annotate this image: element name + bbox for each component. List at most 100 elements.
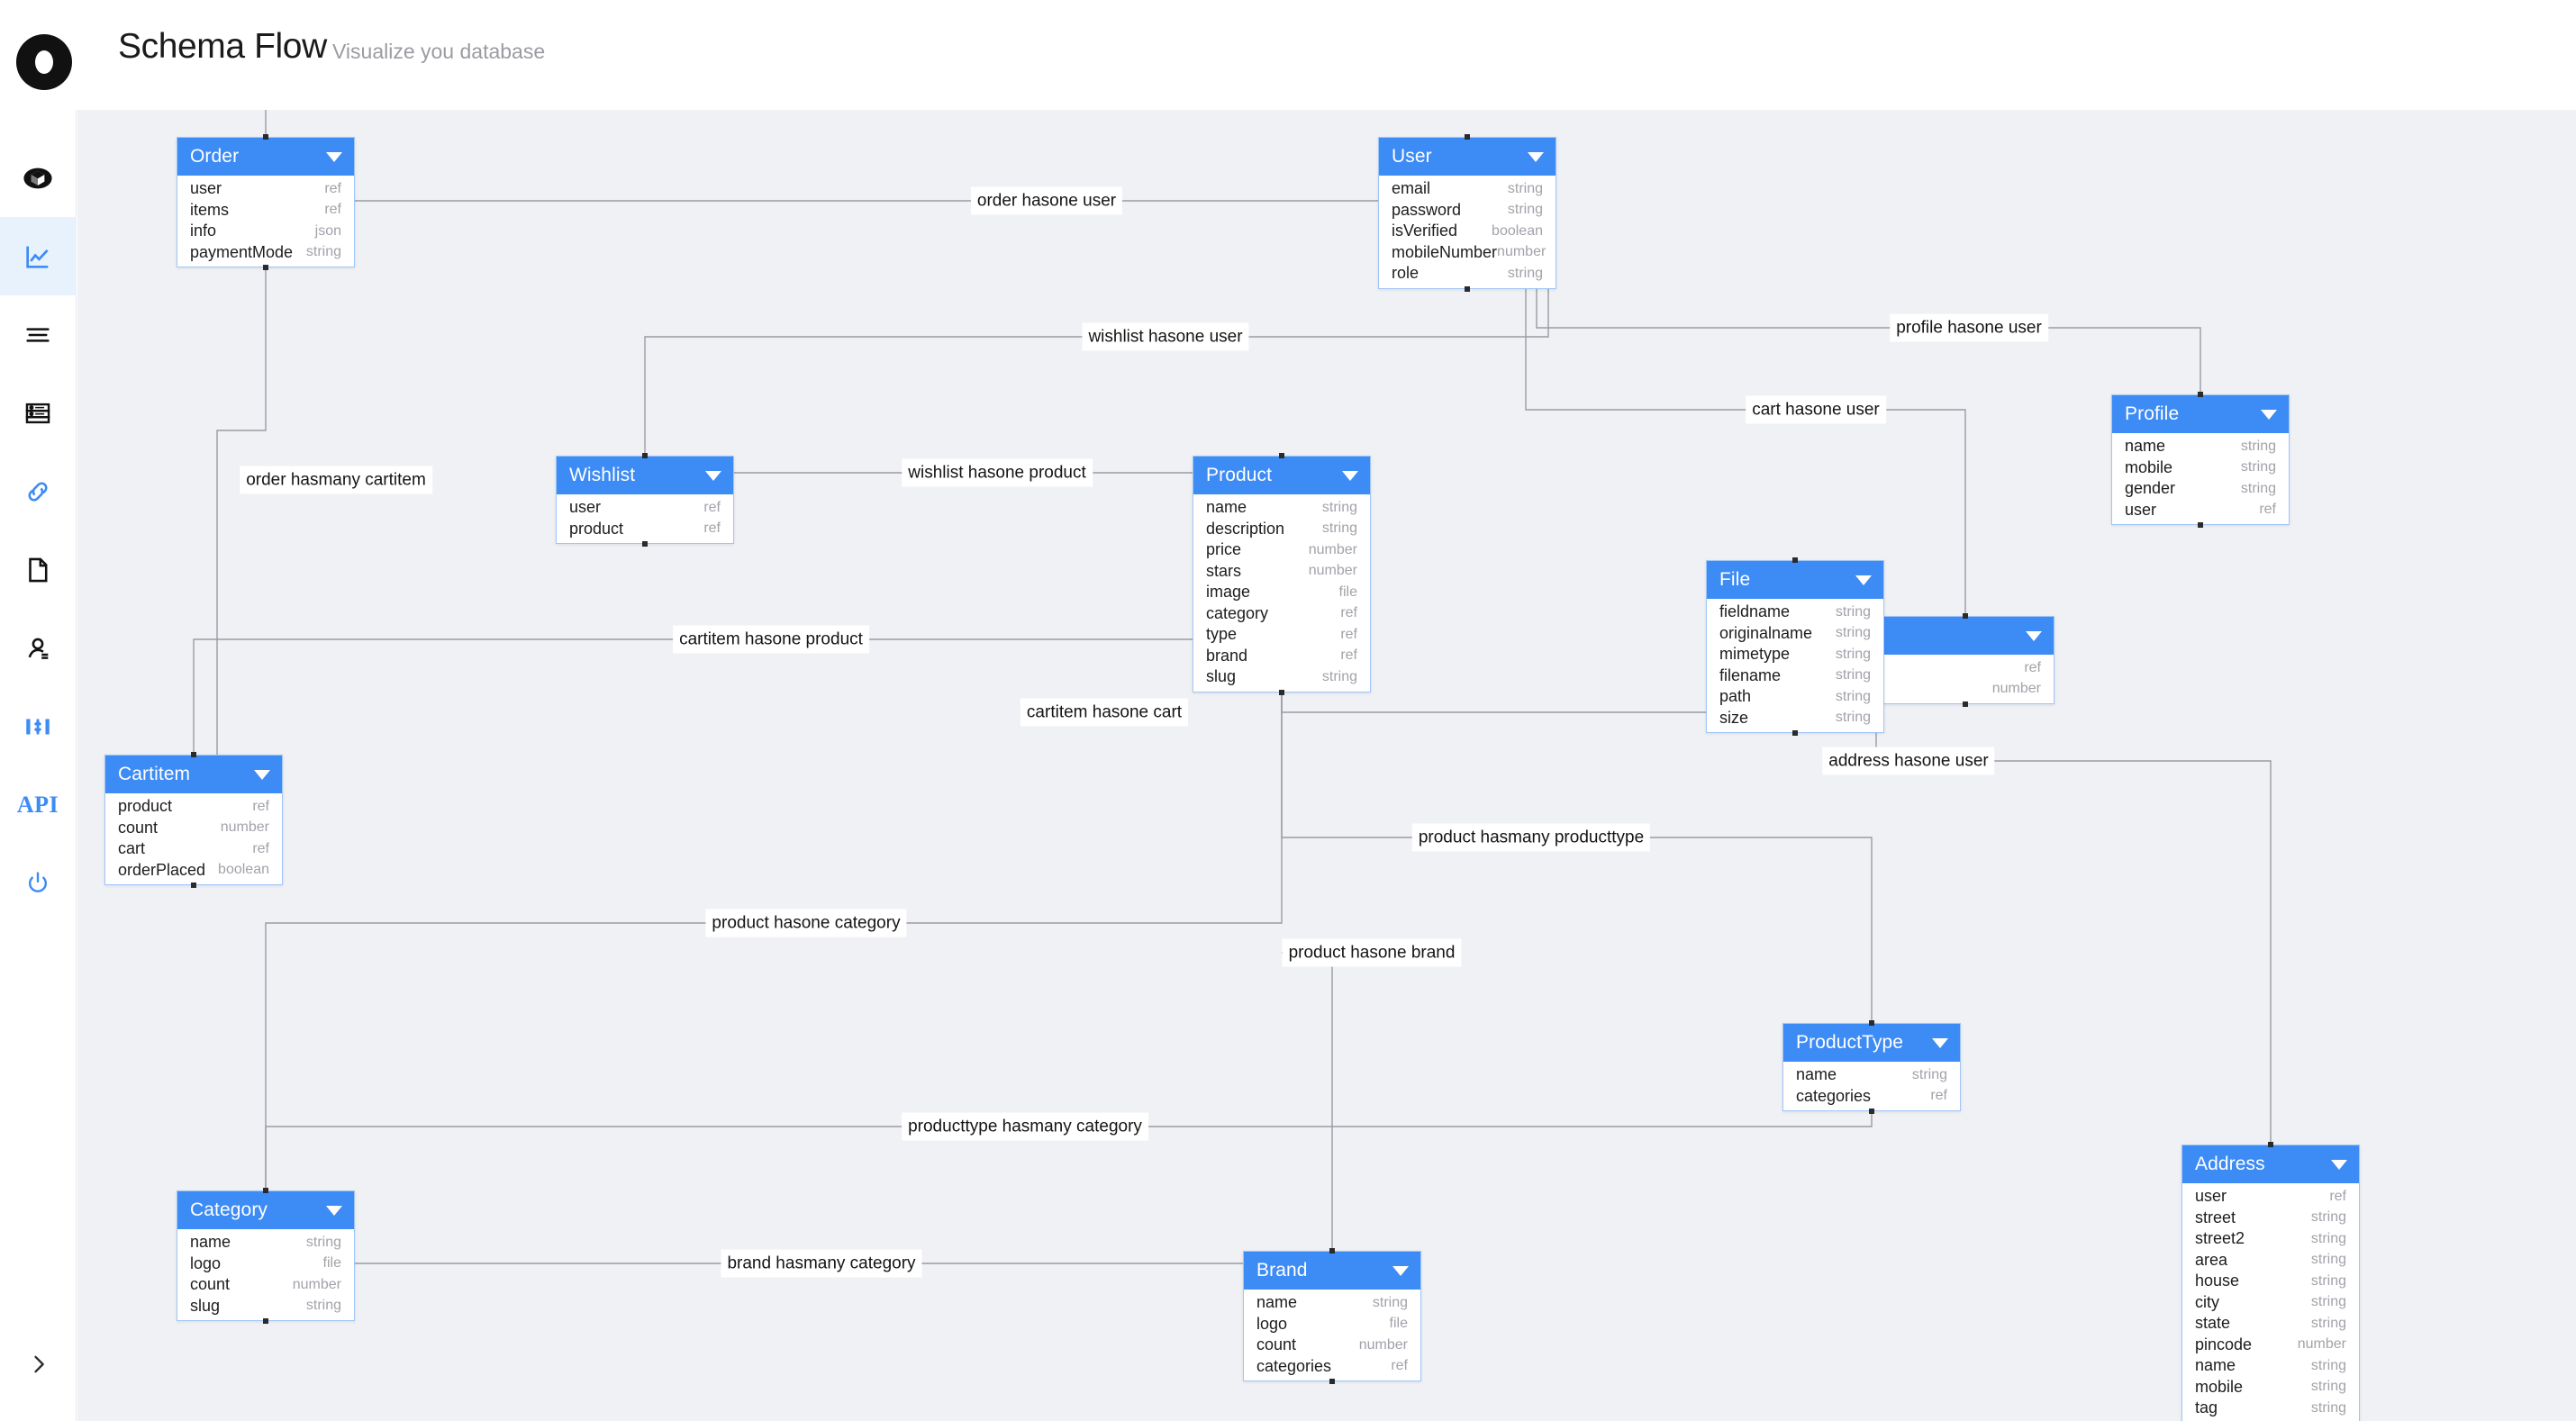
field-row[interactable]: ref bbox=[1877, 657, 2054, 679]
entity-header-cartitem[interactable]: Cartitem bbox=[105, 756, 282, 793]
connection-port-top[interactable] bbox=[1792, 557, 1798, 563]
chevron-down-icon[interactable] bbox=[326, 151, 342, 162]
connection-port-bottom[interactable] bbox=[1963, 701, 1968, 707]
entity-header-wishlist[interactable]: Wishlist bbox=[557, 457, 733, 494]
sidebar-item-menu[interactable] bbox=[0, 295, 77, 374]
connection-port-bottom[interactable] bbox=[263, 1318, 268, 1324]
connection-port-bottom[interactable] bbox=[642, 541, 648, 547]
chevron-down-icon[interactable] bbox=[254, 769, 270, 780]
connection-port-top[interactable] bbox=[191, 752, 196, 757]
sidebar-item-database[interactable] bbox=[0, 374, 77, 452]
sidebar-item-link[interactable] bbox=[0, 452, 77, 530]
chevron-down-icon[interactable] bbox=[1392, 1265, 1409, 1276]
connection-port-top[interactable] bbox=[642, 453, 648, 458]
chevron-down-icon[interactable] bbox=[2331, 1159, 2347, 1170]
sidebar-item-document[interactable] bbox=[0, 530, 77, 609]
chevron-down-icon[interactable] bbox=[2026, 630, 2042, 641]
connection-port-bottom[interactable] bbox=[1465, 285, 1470, 292]
connection-port-top[interactable] bbox=[1465, 134, 1470, 140]
connection-port-bottom[interactable] bbox=[1792, 730, 1798, 736]
connection-port-bottom[interactable] bbox=[1869, 1109, 1874, 1114]
sidebar-item-chart[interactable] bbox=[0, 217, 77, 295]
connection-port-bottom[interactable] bbox=[191, 882, 196, 888]
entity-header-address[interactable]: Address bbox=[2182, 1145, 2359, 1183]
entity-header-cart[interactable] bbox=[1877, 617, 2054, 655]
connection-port-top[interactable] bbox=[1963, 613, 1968, 619]
field-row[interactable]: number bbox=[1877, 679, 2054, 701]
connection-port-top[interactable] bbox=[263, 1188, 268, 1193]
entity-header-user[interactable]: User bbox=[1379, 138, 1556, 176]
entity-header-file[interactable]: File bbox=[1707, 561, 1883, 599]
chevron-down-icon[interactable] bbox=[1342, 470, 1358, 481]
expand-sidebar-button[interactable] bbox=[0, 1344, 77, 1389]
connection-port-bottom[interactable] bbox=[1329, 1379, 1335, 1384]
entity-header-brand[interactable]: Brand bbox=[1244, 1252, 1420, 1290]
chevron-down-icon[interactable] bbox=[2261, 409, 2277, 420]
entity-header-product[interactable]: Product bbox=[1193, 457, 1370, 494]
sidebar-item-user-search[interactable] bbox=[0, 609, 77, 687]
sidebar-item-sliders[interactable] bbox=[0, 687, 77, 765]
chevron-down-icon[interactable] bbox=[1855, 575, 1872, 585]
chevron-down-icon[interactable] bbox=[1932, 1037, 1948, 1048]
connection-port-top[interactable] bbox=[1329, 1248, 1335, 1254]
chevron-down-icon[interactable] bbox=[1528, 151, 1544, 162]
connection-port-top[interactable] bbox=[1279, 453, 1284, 458]
connection-port-top[interactable] bbox=[2198, 392, 2203, 397]
entity-header-producttype[interactable]: ProductType bbox=[1783, 1024, 1960, 1062]
